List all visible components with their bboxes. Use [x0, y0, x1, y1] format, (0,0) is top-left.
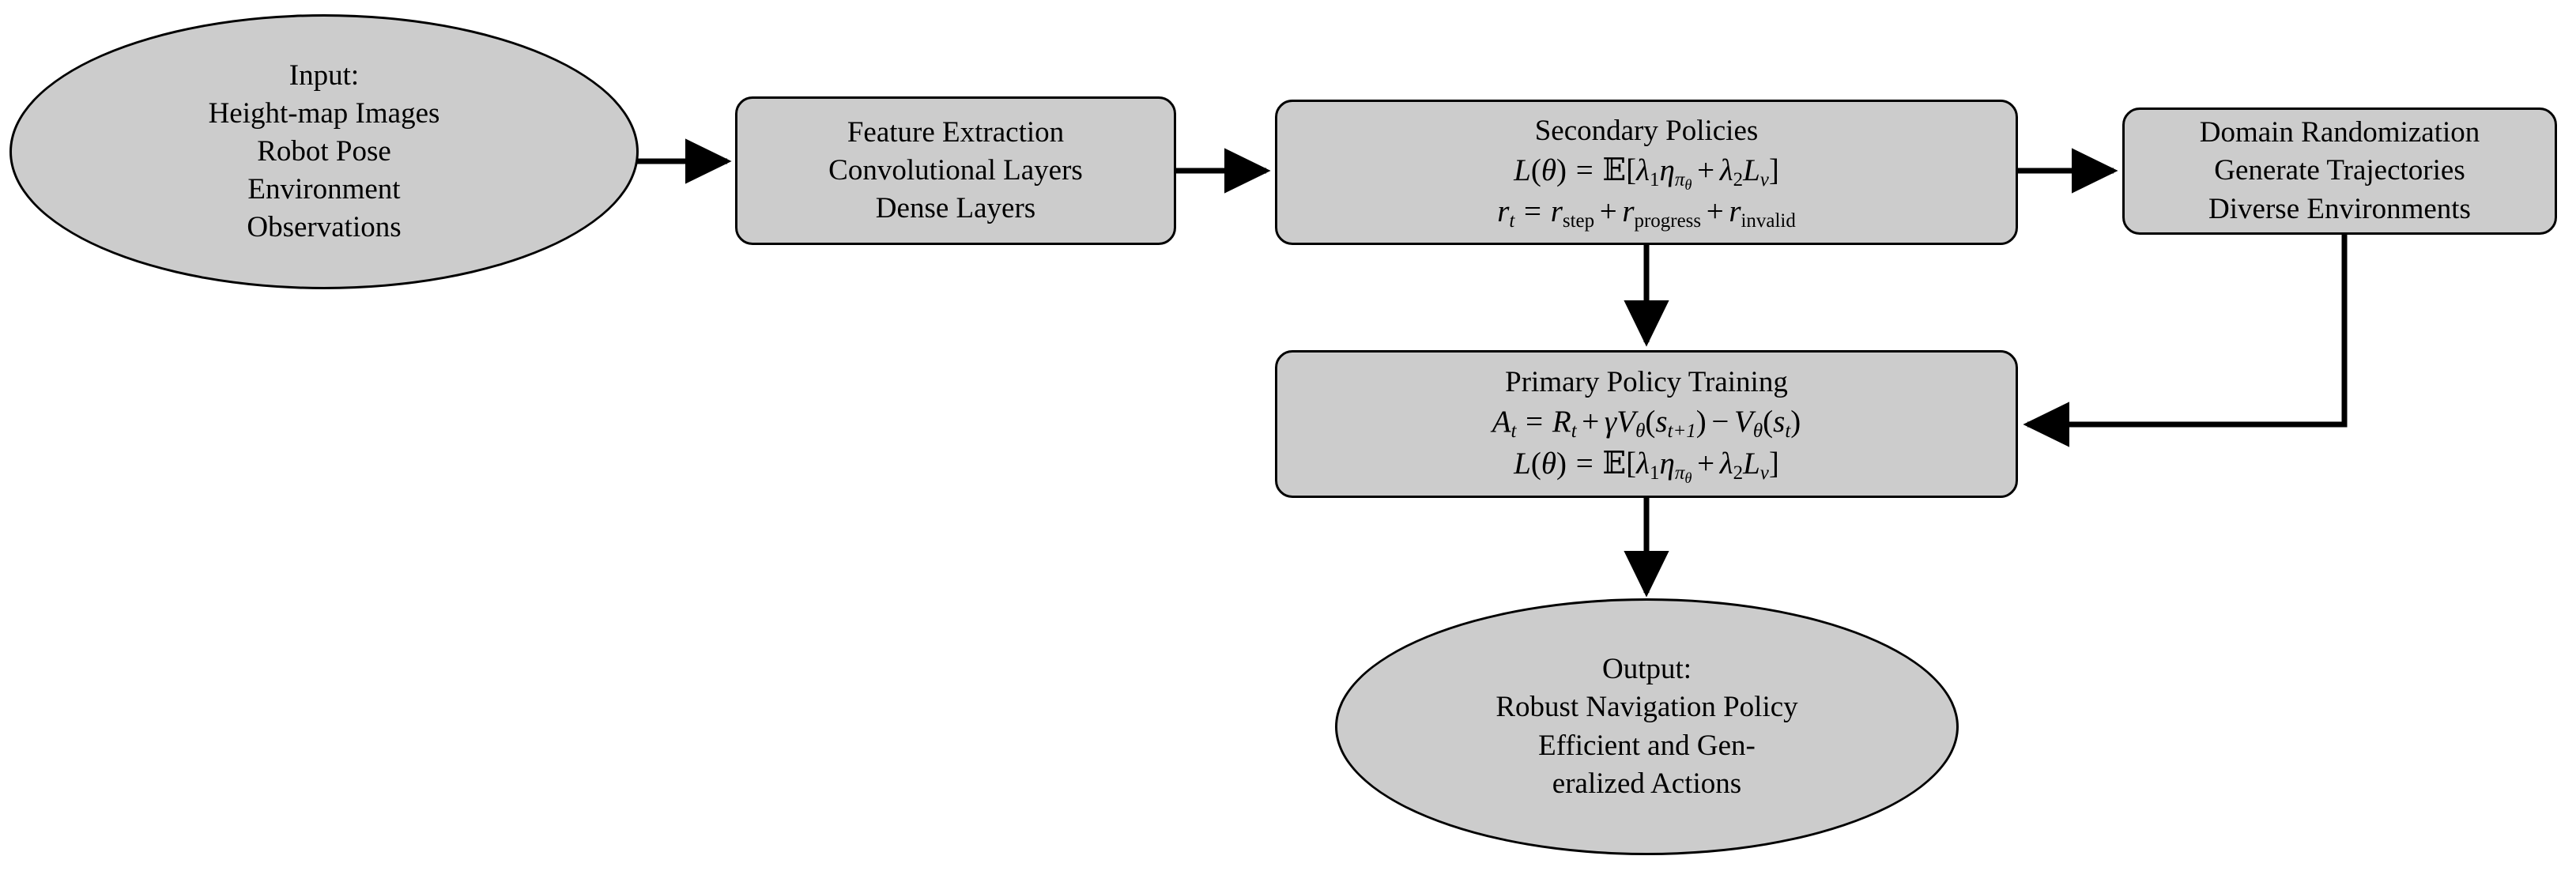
output-line-1: Robust Navigation Policy: [1495, 691, 1798, 724]
input-line-3: Environment: [247, 173, 401, 206]
domain-randomization-line-2: Diverse Environments: [2208, 192, 2471, 225]
node-primary-policy[interactable]: Primary Policy Training At=Rt+γVθ(st+1)−…: [1275, 350, 2018, 498]
input-line-1: Height-map Images: [208, 96, 440, 130]
secondary-policies-equation-loss: L(θ)=𝔼[λ1ηπθ+λ2Lv]: [1514, 152, 1779, 193]
input-line-2: Robot Pose: [257, 134, 391, 168]
domain-randomization-line-0: Domain Randomization: [2199, 116, 2480, 149]
input-line-4: Observations: [247, 211, 402, 244]
primary-policy-title: Primary Policy Training: [1505, 366, 1788, 399]
edge-domain-randomization-to-primary-policy: [2023, 235, 2348, 447]
node-feature-extraction[interactable]: Feature Extraction Convolutional Layers …: [735, 96, 1176, 245]
output-line-3: eralized Actions: [1552, 767, 1742, 800]
node-output[interactable]: Output: Robust Navigation Policy Efficie…: [1335, 598, 1959, 855]
feature-extraction-line-1: Convolutional Layers: [828, 153, 1083, 187]
node-input[interactable]: Input: Height-map Images Robot Pose Envi…: [9, 14, 639, 289]
feature-extraction-line-2: Dense Layers: [875, 192, 1036, 225]
output-line-2: Efficient and Gen-: [1538, 729, 1756, 762]
node-domain-randomization[interactable]: Domain Randomization Generate Trajectori…: [2122, 107, 2557, 235]
secondary-policies-title: Secondary Policies: [1534, 114, 1759, 147]
domain-randomization-line-1: Generate Trajectories: [2214, 154, 2465, 187]
primary-policy-equation-loss: L(θ)=𝔼[λ1ηπθ+λ2Lv]: [1514, 445, 1779, 486]
feature-extraction-line-0: Feature Extraction: [847, 115, 1065, 149]
node-secondary-policies[interactable]: Secondary Policies L(θ)=𝔼[λ1ηπθ+λ2Lv] rt…: [1275, 100, 2018, 245]
primary-policy-equation-advantage: At=Rt+γVθ(st+1)−Vθ(st): [1492, 405, 1801, 443]
secondary-policies-equation-reward: rt=rstep+rprogress+rinvalid: [1497, 194, 1796, 232]
output-line-0: Output:: [1601, 653, 1692, 686]
input-line-0: Input:: [289, 58, 360, 92]
